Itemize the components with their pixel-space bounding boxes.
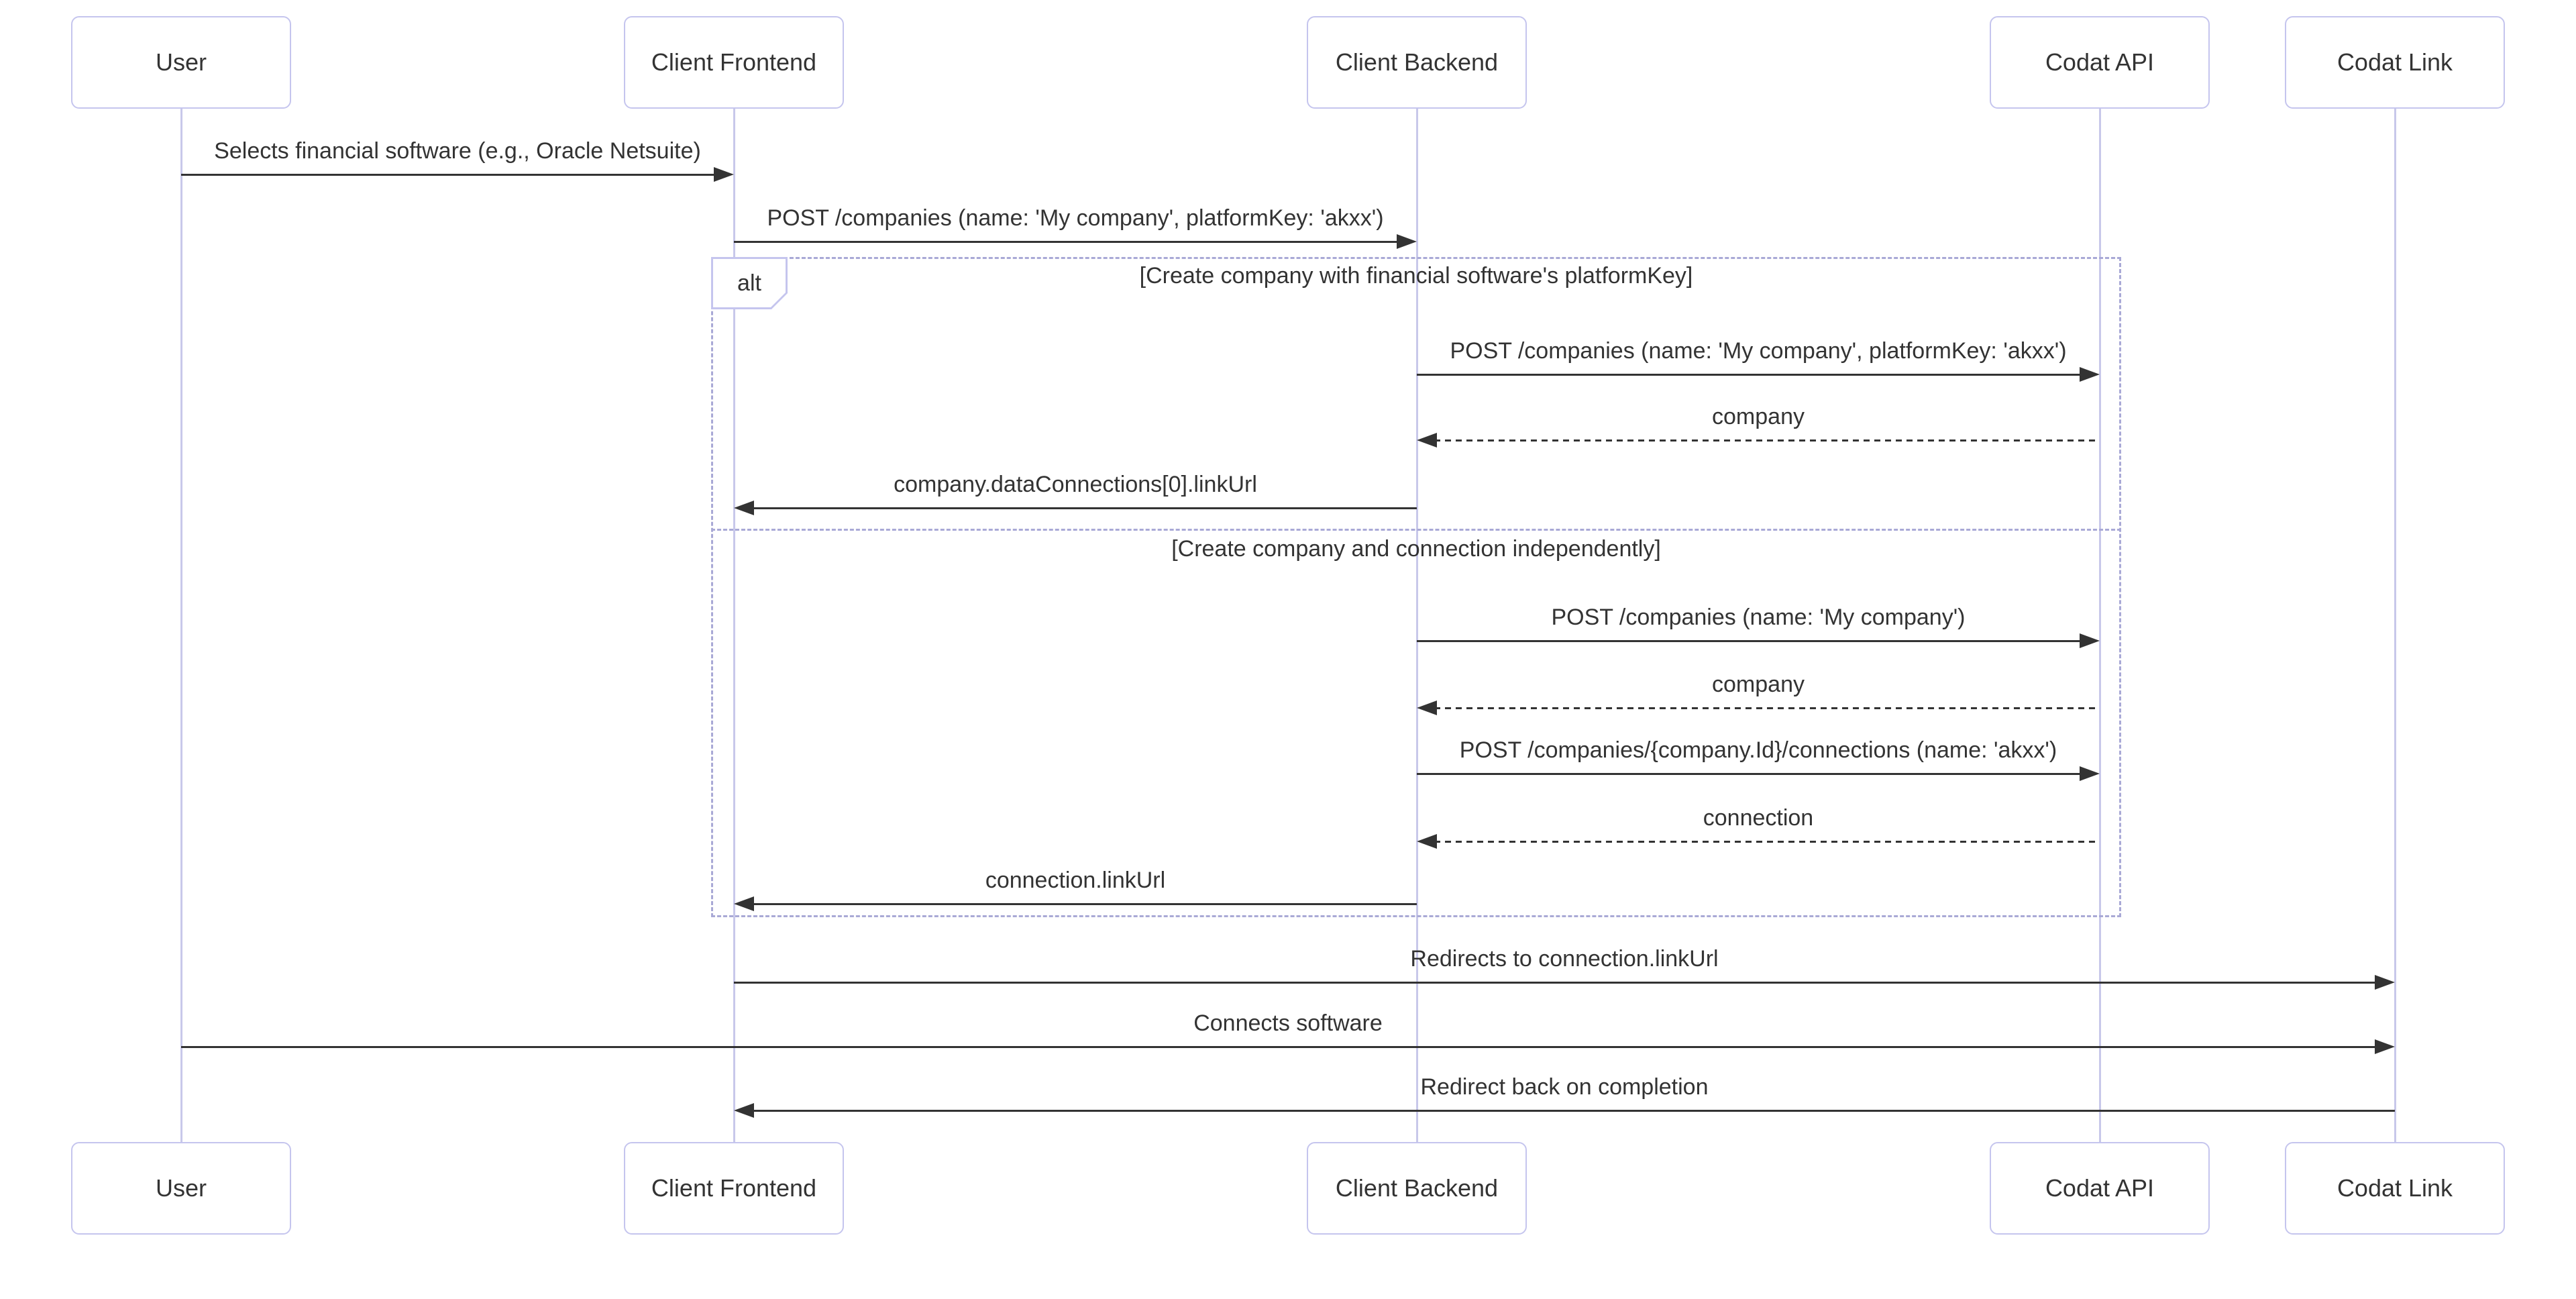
alt-condition-2: [Create company and connection independe… (1171, 536, 1661, 562)
message-label-6: POST /companies (name: 'My company') (1551, 605, 1966, 630)
lifeline-codat-api (2098, 107, 2101, 1143)
arrowhead-10 (734, 896, 754, 911)
actor-user-top: User (71, 16, 291, 109)
message-arrow-8 (1417, 772, 2082, 775)
actor-client-frontend-top: Client Frontend (624, 16, 844, 109)
arrowhead-6 (2080, 633, 2100, 648)
message-arrow-7 (1434, 707, 2100, 709)
actor-user-bottom: User (71, 1142, 291, 1235)
arrowhead-1 (714, 167, 734, 182)
alt-section-divider (711, 529, 2121, 531)
message-label-13: Redirect back on completion (1420, 1074, 1709, 1100)
message-label-1: Selects financial software (e.g., Oracle… (214, 138, 701, 164)
arrowhead-5 (734, 501, 754, 515)
arrowhead-9 (1417, 834, 1437, 849)
actor-client-backend-bottom: Client Backend (1307, 1142, 1527, 1235)
actor-codat-api-bottom: Codat API (1990, 1142, 2210, 1235)
arrowhead-4 (1417, 433, 1437, 448)
message-label-3: POST /companies (name: 'My company', pla… (1450, 338, 2067, 364)
actor-client-frontend-bottom: Client Frontend (624, 1142, 844, 1235)
message-arrow-5 (751, 507, 1417, 509)
message-label-10: connection.linkUrl (985, 868, 1166, 893)
message-label-11: Redirects to connection.linkUrl (1410, 946, 1719, 972)
message-label-5: company.dataConnections[0].linkUrl (894, 472, 1257, 497)
message-arrow-12 (181, 1045, 2377, 1048)
message-arrow-3 (1417, 373, 2082, 376)
arrowhead-11 (2375, 975, 2395, 990)
message-arrow-11 (734, 981, 2377, 984)
alt-label: alt (711, 257, 788, 309)
message-arrow-4 (1434, 439, 2100, 441)
message-label-12: Connects software (1193, 1010, 1383, 1036)
message-arrow-13 (751, 1109, 2395, 1112)
actor-client-backend-top: Client Backend (1307, 16, 1527, 109)
message-label-8: POST /companies/{company.Id}/connections… (1459, 737, 2057, 763)
arrowhead-12 (2375, 1039, 2395, 1054)
message-arrow-2 (734, 240, 1399, 243)
message-arrow-10 (751, 902, 1417, 905)
arrowhead-8 (2080, 766, 2100, 781)
actor-codat-api-top: Codat API (1990, 16, 2210, 109)
lifeline-codat-link (2394, 107, 2396, 1143)
arrowhead-3 (2080, 367, 2100, 382)
message-label-9: connection (1703, 805, 1814, 831)
arrowhead-2 (1397, 234, 1417, 249)
lifeline-user (180, 107, 182, 1143)
message-label-2: POST /companies (name: 'My company', pla… (767, 205, 1384, 231)
alt-condition-1: [Create company with financial software'… (1139, 263, 1693, 289)
lifeline-client-frontend (733, 107, 735, 1143)
message-label-4: company (1712, 404, 1805, 429)
actor-codat-link-top: Codat Link (2285, 16, 2505, 109)
lifeline-client-backend (1415, 107, 1418, 1143)
arrowhead-13 (734, 1103, 754, 1118)
actor-codat-link-bottom: Codat Link (2285, 1142, 2505, 1235)
alt-frame (711, 257, 2121, 917)
message-arrow-1 (181, 173, 716, 176)
message-arrow-6 (1417, 639, 2082, 642)
alt-label-text: alt (713, 259, 786, 307)
message-arrow-9 (1434, 840, 2100, 843)
message-label-7: company (1712, 672, 1805, 697)
arrowhead-7 (1417, 700, 1437, 715)
